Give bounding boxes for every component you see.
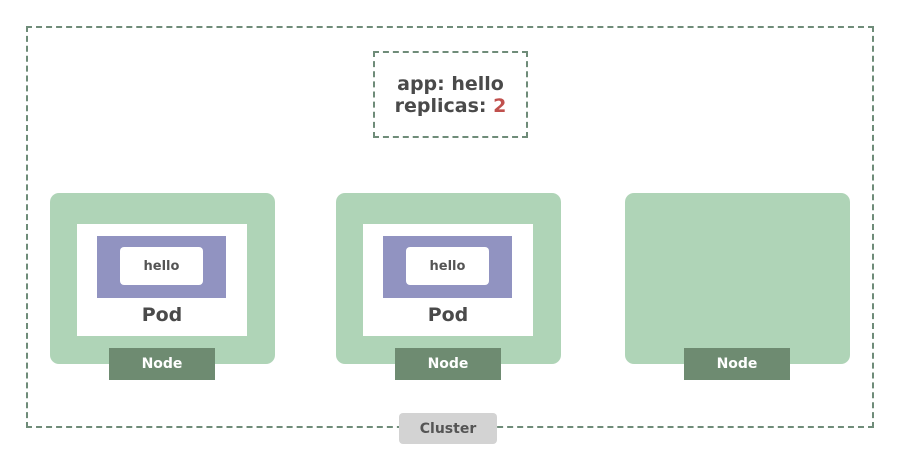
node-label: Node [684,348,790,380]
replicas-prefix: replicas: [394,94,494,117]
node-3: Node [625,193,850,380]
pod-label: Pod [427,304,469,326]
pod-label: Pod [141,304,183,326]
deployment-replicas-line: replicas: 2 [395,95,507,117]
replicas-count: 2 [493,94,507,117]
container-box: hello [97,236,226,298]
node-label: Node [395,348,501,380]
container-box: hello [383,236,512,298]
pod: hello Pod [363,224,533,336]
cluster-label: Cluster [399,413,497,444]
container-label: hello [406,247,489,285]
pod: hello Pod [77,224,247,336]
deployment-app-line: app: hello [397,72,504,95]
container-label: hello [120,247,203,285]
node-1: hello Pod Node [50,193,275,380]
deployment-box: app: hello replicas: 2 [373,51,528,138]
node-2: hello Pod Node [336,193,561,380]
node-label: Node [109,348,215,380]
